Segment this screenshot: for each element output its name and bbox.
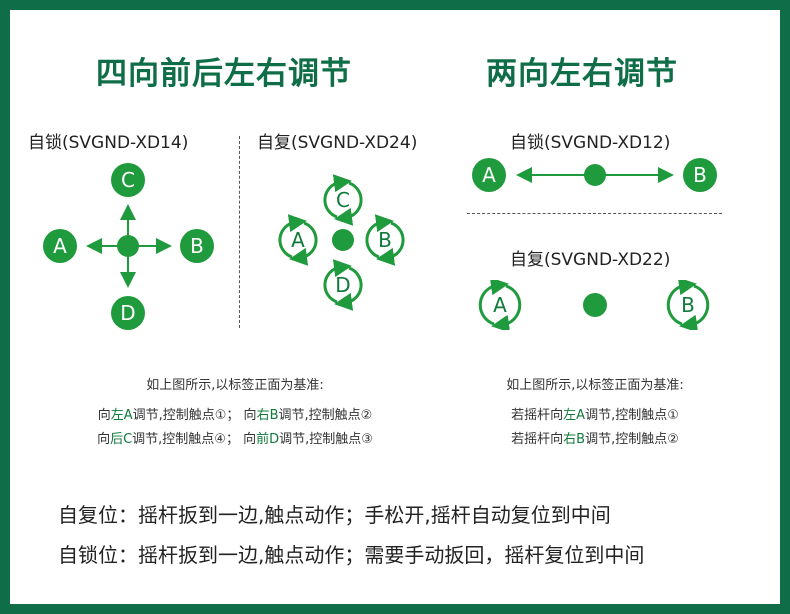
label-xd14: 自锁(SVGND-XD14) <box>28 133 189 153</box>
note-right-intro: 如上图所示,以标签正面为基准: <box>506 378 684 393</box>
text: 调节,控制触点② <box>585 432 679 447</box>
footer-line2: 自锁位：摇杆扳到一边,触点动作；需要手动扳回，摇杆复位到中间 <box>58 543 645 567</box>
note-left-line2: 向后C调节,控制触点④； 向前D调节,控制触点③ <box>50 428 420 447</box>
note-left-intro: 如上图所示,以标签正面为基准: <box>146 378 324 393</box>
text: 调节,控制触点①； 向 <box>132 408 257 423</box>
note-right-line1: 若摇杆向左A调节,控制触点① <box>470 404 720 423</box>
text: 调节,控制触点③ <box>279 432 373 447</box>
dir-front: 前D <box>256 432 280 447</box>
label-xd12: 自锁(SVGND-XD12) <box>510 133 671 153</box>
text: 调节,控制触点④； 向 <box>132 432 257 447</box>
note-right-line2: 若摇杆向右B调节,控制触点② <box>470 428 720 447</box>
text: 向 <box>97 408 111 423</box>
footer-line1: 自复位：摇杆扳到一边,触点动作；手松开,摇杆自动复位到中间 <box>58 503 611 527</box>
return-b-label: B <box>378 228 392 252</box>
dir-left: 左A <box>563 408 586 423</box>
lock-c-icon: C <box>111 163 145 197</box>
lock-d-icon: D <box>111 296 145 330</box>
xd12-arrows-icon <box>516 164 674 186</box>
dir-right: 右B <box>256 408 279 423</box>
xd22-return-icons <box>478 280 710 330</box>
dir-back: 后C <box>110 432 133 447</box>
return2-b-label: B <box>681 293 695 317</box>
text: 若摇杆向 <box>511 408 564 423</box>
label-xd22: 自复(SVGND-XD22) <box>510 250 671 270</box>
text: 向 <box>97 432 111 447</box>
return-d-label: D <box>335 273 351 297</box>
text: 若摇杆向 <box>511 432 564 447</box>
text: 调节,控制触点② <box>278 408 373 423</box>
dir-right: 右B <box>563 432 586 447</box>
text: 调节,控制触点① <box>585 408 679 423</box>
title-four-way: 四向前后左右调节 <box>96 56 352 92</box>
xd24-return-icons <box>278 174 405 311</box>
note-left-line1: 向左A调节,控制触点①； 向右B调节,控制触点② <box>50 404 420 423</box>
lock-a-icon: A <box>43 229 77 263</box>
return-c-label: C <box>336 188 350 212</box>
lock2-b-icon: B <box>683 158 717 192</box>
divider-horizontal <box>467 213 722 214</box>
dir-left: 左A <box>110 408 133 423</box>
lock2-a-icon: A <box>472 158 506 192</box>
divider-vertical <box>239 136 240 328</box>
xd14-arrows-icon <box>86 204 172 288</box>
title-two-way: 两向左右调节 <box>486 56 678 92</box>
return-a-label: A <box>291 228 305 252</box>
lock-b-icon: B <box>180 229 214 263</box>
label-xd24: 自复(SVGND-XD24) <box>257 133 418 153</box>
return2-a-label: A <box>493 293 507 317</box>
